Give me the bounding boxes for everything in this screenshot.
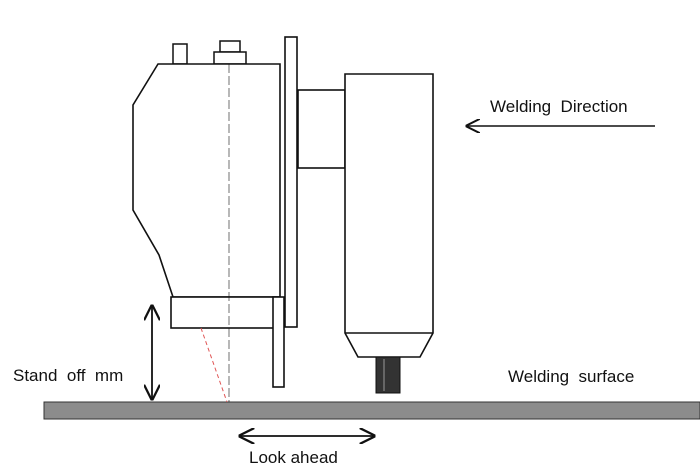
laser-sensor-body [132,63,281,298]
sensor-knob-right-base [213,51,247,65]
sensor-knob-right-cap [219,40,241,53]
stand-off-label: Stand off mm [13,366,123,385]
bracket-lower-tab [272,296,285,388]
mounting-plate [284,36,298,328]
welding-torch-body [344,73,434,358]
look-ahead-label: Look ahead [249,448,338,467]
laser-beam [200,327,228,403]
welding-surface-label: Welding surface [508,367,634,386]
sensor-knob-left [172,43,188,65]
sensor-window [170,296,281,329]
welding-surface-plate [43,401,700,420]
welding-direction-label: Welding Direction [490,97,628,116]
torch-clamp [297,89,346,169]
torch-tip [375,356,401,394]
